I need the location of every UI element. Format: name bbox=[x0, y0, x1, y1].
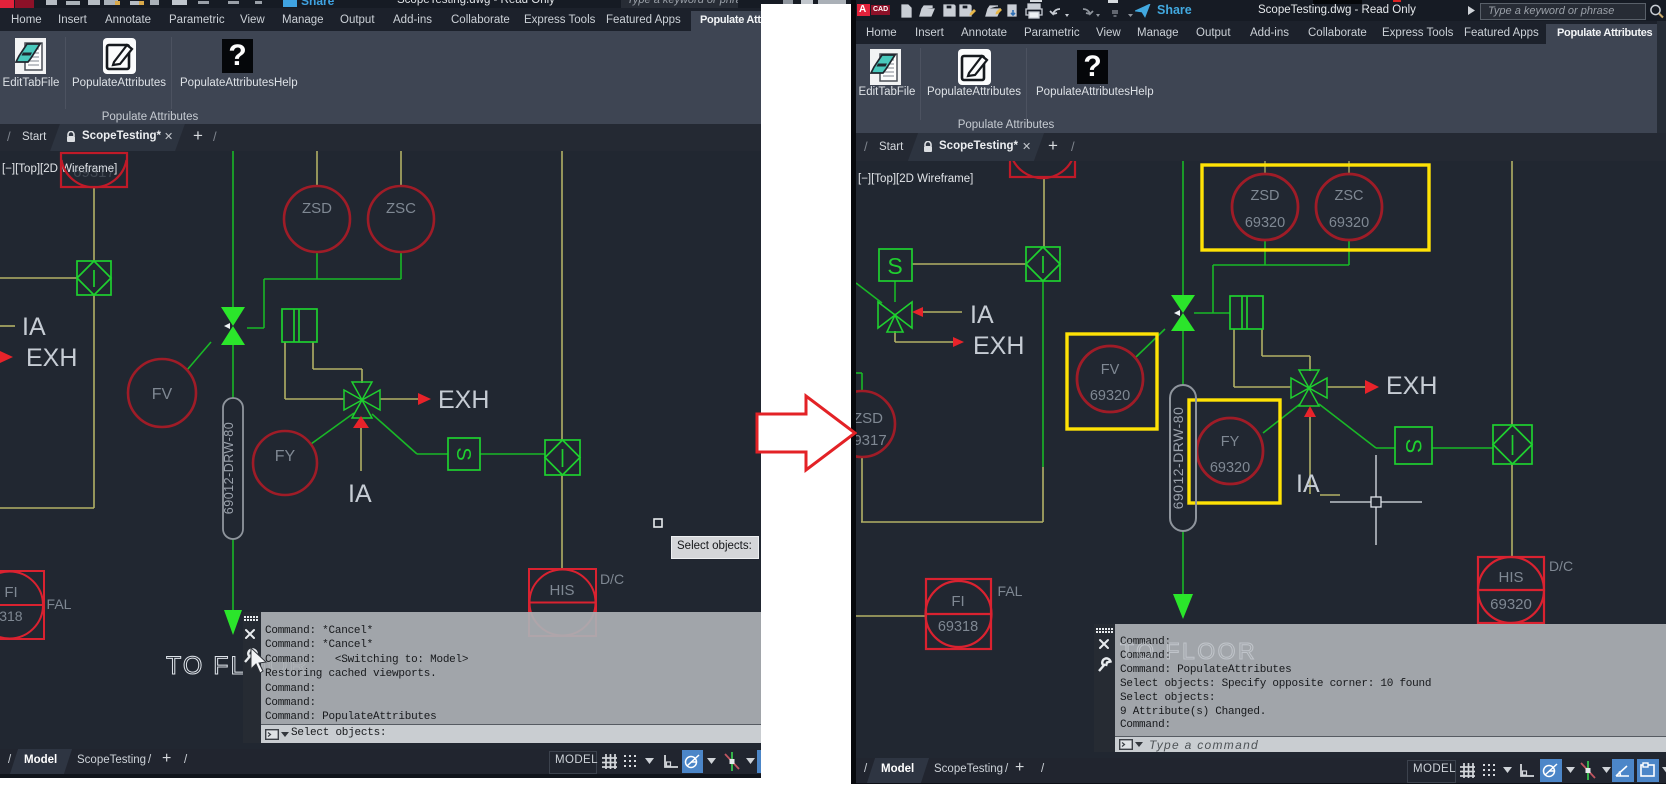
svg-text:ZSD: ZSD bbox=[1251, 188, 1280, 204]
svg-text:69318: 69318 bbox=[938, 619, 978, 635]
svg-text:?: ? bbox=[1083, 50, 1101, 83]
svg-text:ZSD: ZSD bbox=[856, 410, 883, 427]
svg-text:FV: FV bbox=[152, 386, 173, 403]
svg-text:EXH: EXH bbox=[1386, 372, 1437, 400]
svg-text:FV: FV bbox=[1101, 362, 1120, 378]
svg-text:TO FLOOR: TO FLOOR bbox=[1120, 638, 1257, 664]
svg-text:[−][Top][2D Wireframe]: [−][Top][2D Wireframe] bbox=[2, 163, 117, 175]
svg-text:EXH: EXH bbox=[26, 344, 77, 372]
svg-text:FI: FI bbox=[4, 584, 17, 601]
svg-text:D/C: D/C bbox=[1549, 558, 1573, 574]
svg-text:[−][Top][2D Wireframe]: [−][Top][2D Wireframe] bbox=[858, 173, 973, 185]
svg-text:IA: IA bbox=[348, 480, 372, 508]
svg-text:D/C: D/C bbox=[600, 571, 624, 587]
svg-text:69320: 69320 bbox=[1245, 215, 1285, 231]
svg-text:FAL: FAL bbox=[47, 596, 72, 612]
svg-text:9317: 9317 bbox=[856, 432, 887, 449]
svg-text:FAL: FAL bbox=[998, 583, 1023, 599]
svg-text:FY: FY bbox=[1221, 434, 1240, 450]
svg-text:69320: 69320 bbox=[1490, 596, 1532, 613]
svg-text:EXH: EXH bbox=[973, 332, 1024, 360]
svg-text:69320: 69320 bbox=[1210, 460, 1250, 476]
svg-text:69317: 69317 bbox=[73, 164, 115, 181]
svg-text:S: S bbox=[1401, 439, 1426, 454]
svg-text:69012-DRW-80: 69012-DRW-80 bbox=[1170, 407, 1186, 510]
svg-text:ZSC: ZSC bbox=[386, 200, 416, 217]
svg-text:HIS: HIS bbox=[549, 582, 574, 599]
svg-text:EXH: EXH bbox=[438, 386, 489, 414]
svg-text:ZSD: ZSD bbox=[302, 200, 332, 217]
svg-text:69320: 69320 bbox=[1090, 388, 1130, 404]
svg-text:69320: 69320 bbox=[1329, 215, 1369, 231]
svg-text:FY: FY bbox=[275, 448, 296, 465]
svg-text:IA: IA bbox=[970, 301, 994, 329]
svg-text:69012-DRW-80: 69012-DRW-80 bbox=[222, 422, 236, 514]
svg-text:S: S bbox=[887, 253, 902, 279]
svg-text:9318: 9318 bbox=[0, 608, 23, 624]
svg-text:S: S bbox=[452, 447, 474, 460]
svg-text:ZSC: ZSC bbox=[1335, 188, 1364, 204]
svg-text:HIS: HIS bbox=[1498, 569, 1523, 586]
svg-text:FI: FI bbox=[951, 593, 964, 610]
svg-text:IA: IA bbox=[22, 313, 46, 341]
svg-text:?: ? bbox=[228, 39, 246, 72]
svg-text:IA: IA bbox=[1296, 470, 1320, 498]
